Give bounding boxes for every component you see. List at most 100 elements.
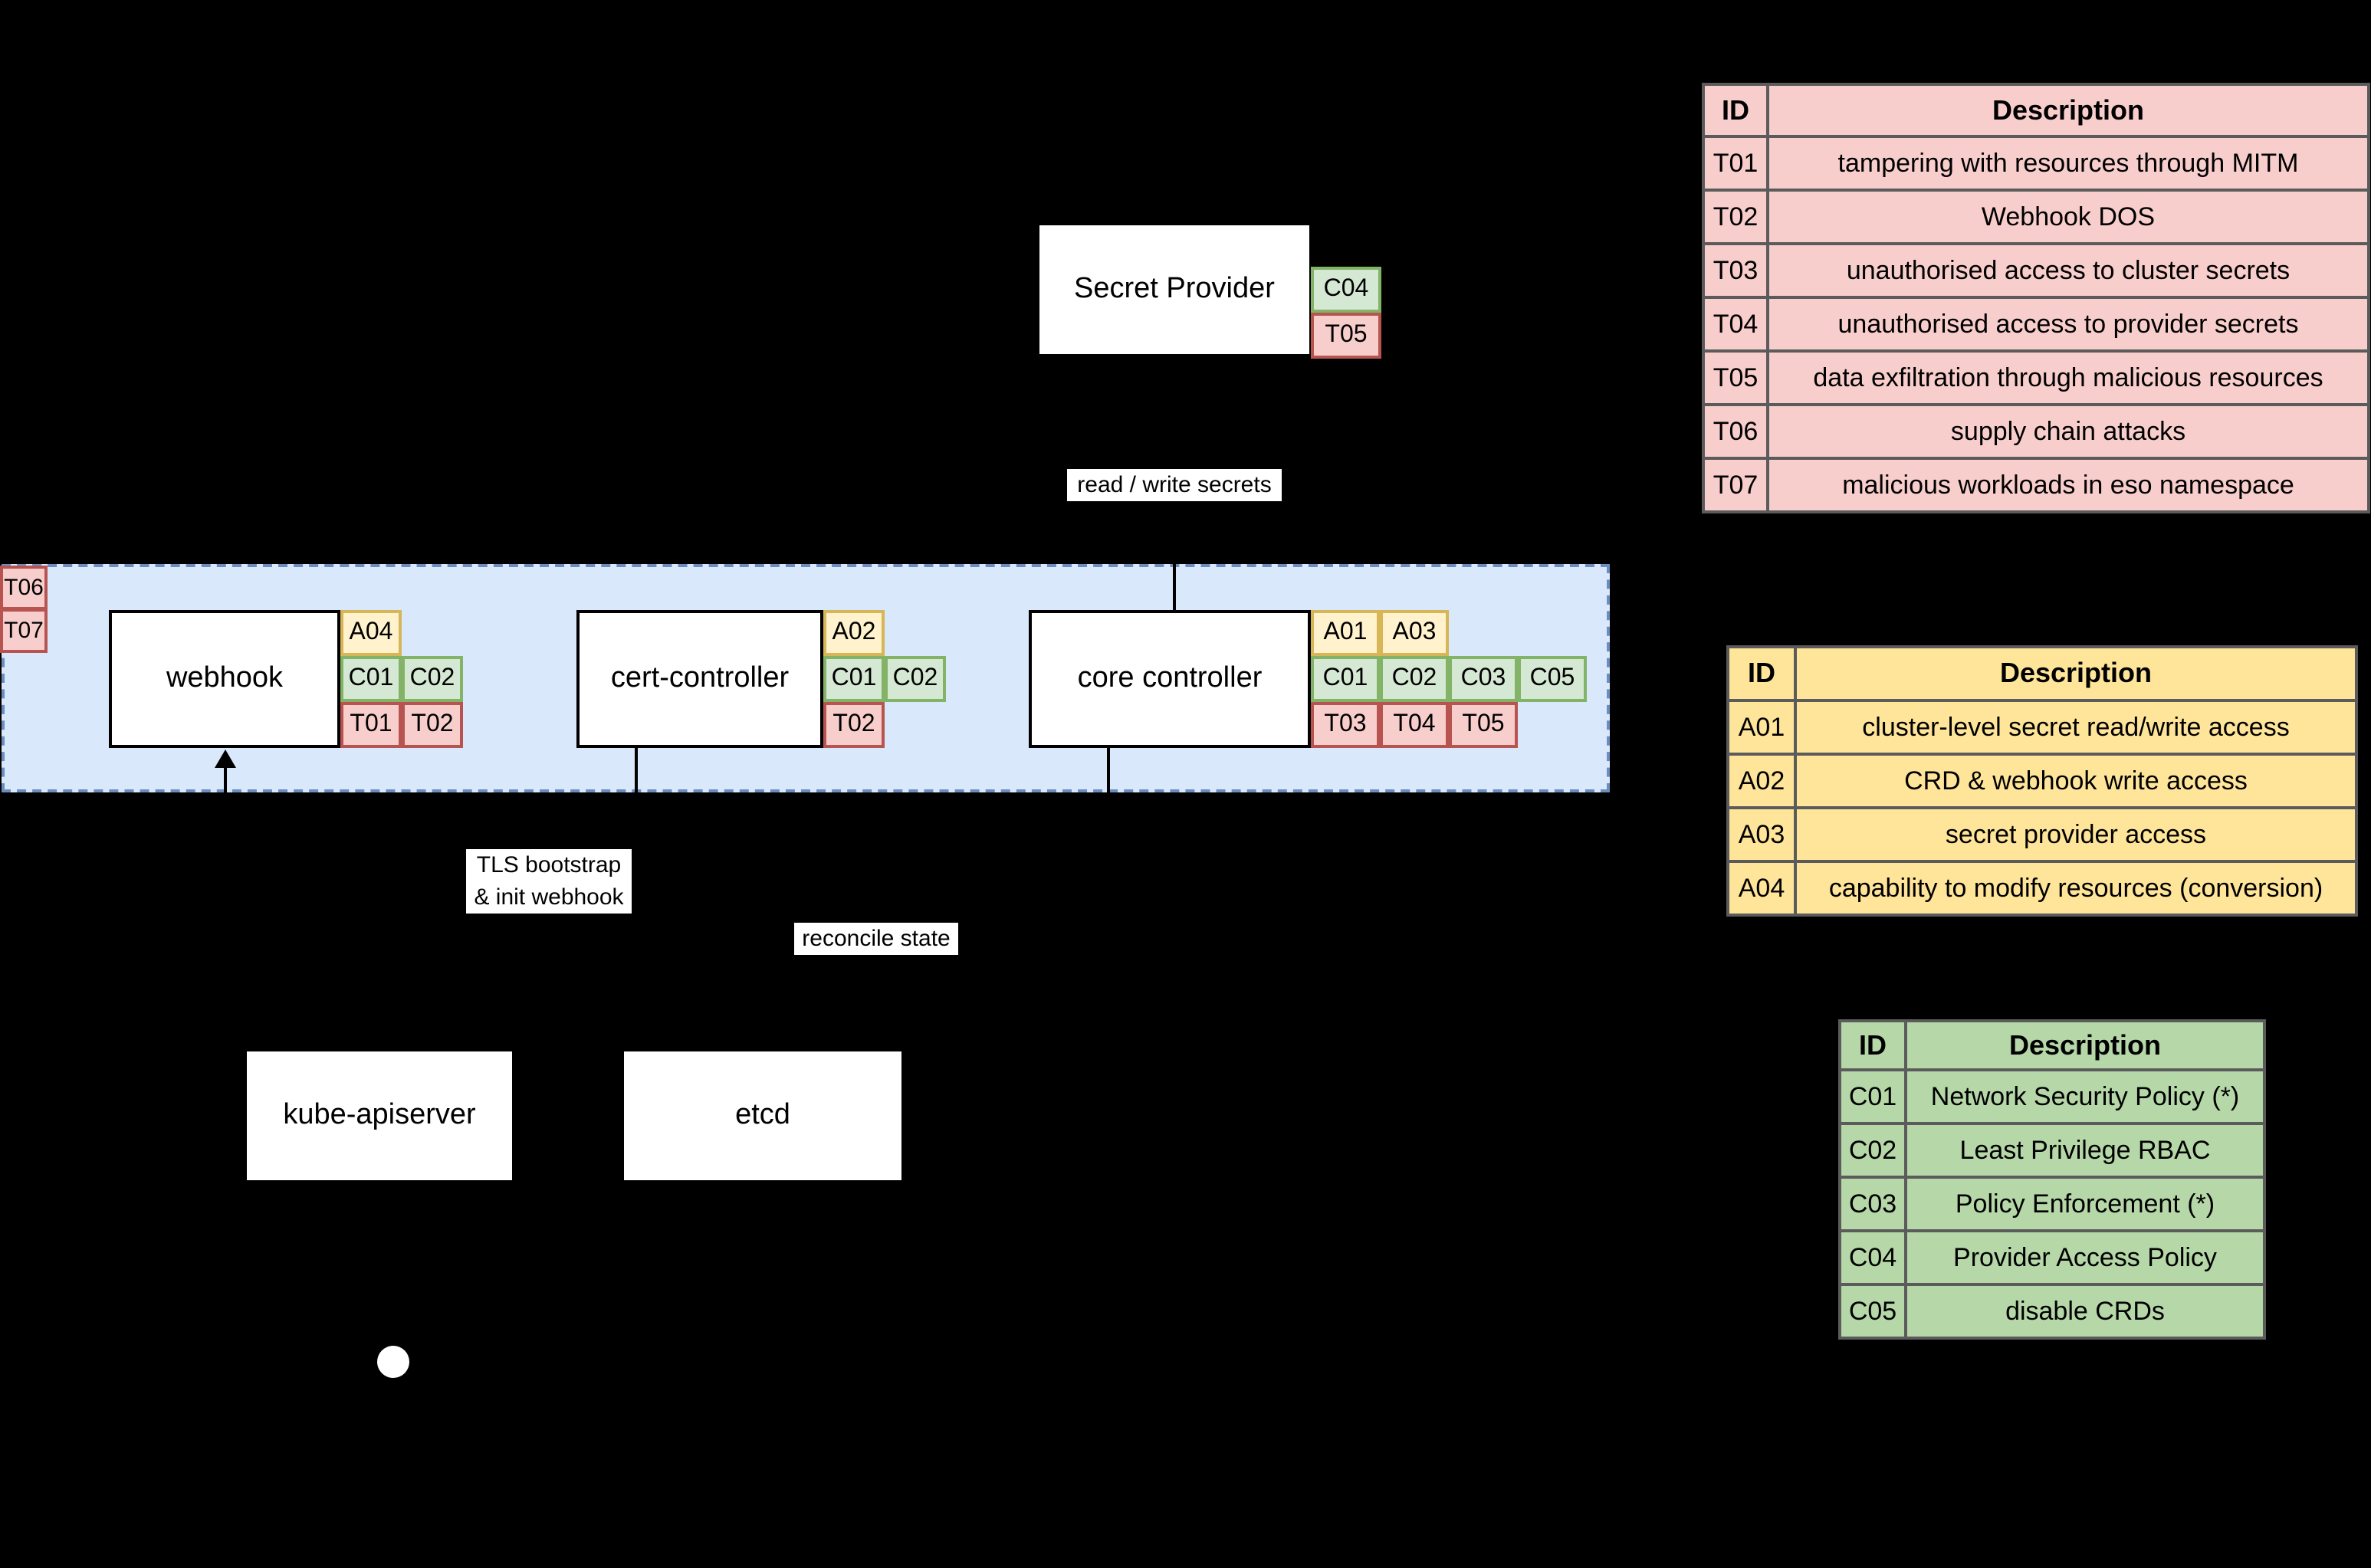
threat-id: T03 [1702,242,1769,299]
threat-description: malicious workloads in eso namespace [1766,457,2370,513]
kube-apiserver-box: kube-apiserver [244,1048,515,1183]
table-header-row: ID Description [1838,1019,2266,1071]
access-id-header: ID [1726,645,1797,702]
edge-label-read-write-secrets: read / write secrets [1067,469,1282,501]
control-id: C03 [1838,1176,1907,1232]
control-description: Network Security Policy (*) [1904,1068,2266,1125]
edge-cert-controller-to-kube-apiserver [635,748,638,1048]
edge-label-text: TLS bootstrap [476,852,622,878]
access-description: secret provider access [1794,806,2358,863]
control-id: C02 [1838,1122,1907,1179]
arrowhead-up [215,750,236,768]
edge-kube-apiserver-to-webhook [224,762,227,1048]
tag-core-c03: C03 [1449,656,1518,702]
start-node-dot [377,1346,409,1378]
edge-label-text: read / write secrets [1077,472,1272,498]
threats-description-header: Description [1766,83,2370,138]
threat-id: T02 [1702,189,1769,245]
tag-core-t04: T04 [1380,702,1449,748]
webhook-label: webhook [166,662,284,694]
threats-id-header: ID [1702,83,1769,138]
cert-controller-box: cert-controller [576,610,823,748]
threat-description: unauthorised access to cluster secrets [1766,242,2370,299]
edge-label-reconcile-state: reconcile state [794,923,958,955]
table-header-row: ID Description [1726,645,2358,702]
tag-webhook-c01: C01 [340,656,402,702]
threat-description: data exfiltration through malicious reso… [1766,349,2370,406]
control-id: C04 [1838,1229,1907,1286]
controls-description-header: Description [1904,1019,2266,1071]
tag-cert-c02: C02 [885,656,946,702]
tag-webhook-a04: A04 [340,610,402,656]
control-id: C01 [1838,1068,1907,1125]
tag-cert-a02: A02 [823,610,885,656]
tag-core-c01: C01 [1311,656,1380,702]
edge-core-controller-to-etcd [1107,748,1110,1048]
tag-cert-c01: C01 [823,656,885,702]
tag-secret-provider-t05: T05 [1311,313,1381,359]
cert-controller-label: cert-controller [610,662,790,694]
edge-label-tls-bootstrap: TLS bootstrap & init webhook [466,849,632,914]
edge-label-text: & init webhook [474,884,624,910]
threat-id: T05 [1702,349,1769,406]
tag-webhook-t02: T02 [402,702,463,748]
access-id: A04 [1726,860,1797,917]
tag-webhook-t01: T01 [340,702,402,748]
threat-id: T06 [1702,403,1769,460]
tag-core-c02: C02 [1380,656,1449,702]
edge-label-text: reconcile state [802,926,951,952]
access-description: capability to modify resources (conversi… [1794,860,2358,917]
access-id: A01 [1726,699,1797,756]
access-description-header: Description [1794,645,2358,702]
etcd-label: etcd [735,1099,790,1131]
tag-core-t03: T03 [1311,702,1380,748]
tag-cert-t02: T02 [823,702,885,748]
threat-description: unauthorised access to provider secrets [1766,296,2370,353]
threat-description: tampering with resources through MITM [1766,135,2370,192]
control-description: disable CRDs [1904,1283,2266,1340]
tag-core-a01: A01 [1311,610,1380,656]
tag-core-t05: T05 [1449,702,1518,748]
core-controller-box: core controller [1029,610,1311,748]
webhook-box: webhook [109,610,340,748]
threat-id: T04 [1702,296,1769,353]
threat-id: T07 [1702,457,1769,513]
control-description: Provider Access Policy [1904,1229,2266,1286]
access-description: CRD & webhook write access [1794,753,2358,809]
access-description: cluster-level secret read/write access [1794,699,2358,756]
access-id: A03 [1726,806,1797,863]
controls-id-header: ID [1838,1019,1907,1071]
tag-webhook-c02: C02 [402,656,463,702]
threat-description: supply chain attacks [1766,403,2370,460]
kube-apiserver-label: kube-apiserver [283,1099,476,1131]
threat-description: Webhook DOS [1766,189,2370,245]
access-id: A02 [1726,753,1797,809]
etcd-box: etcd [621,1048,905,1183]
core-controller-label: core controller [1077,662,1263,694]
secret-provider-box: Secret Provider [1036,222,1312,357]
control-description: Policy Enforcement (*) [1904,1176,2266,1232]
tag-secret-provider-c04: C04 [1311,267,1381,313]
tag-core-a03: A03 [1380,610,1449,656]
control-description: Least Privilege RBAC [1904,1122,2266,1179]
table-header-row: ID Description [1702,83,2370,138]
